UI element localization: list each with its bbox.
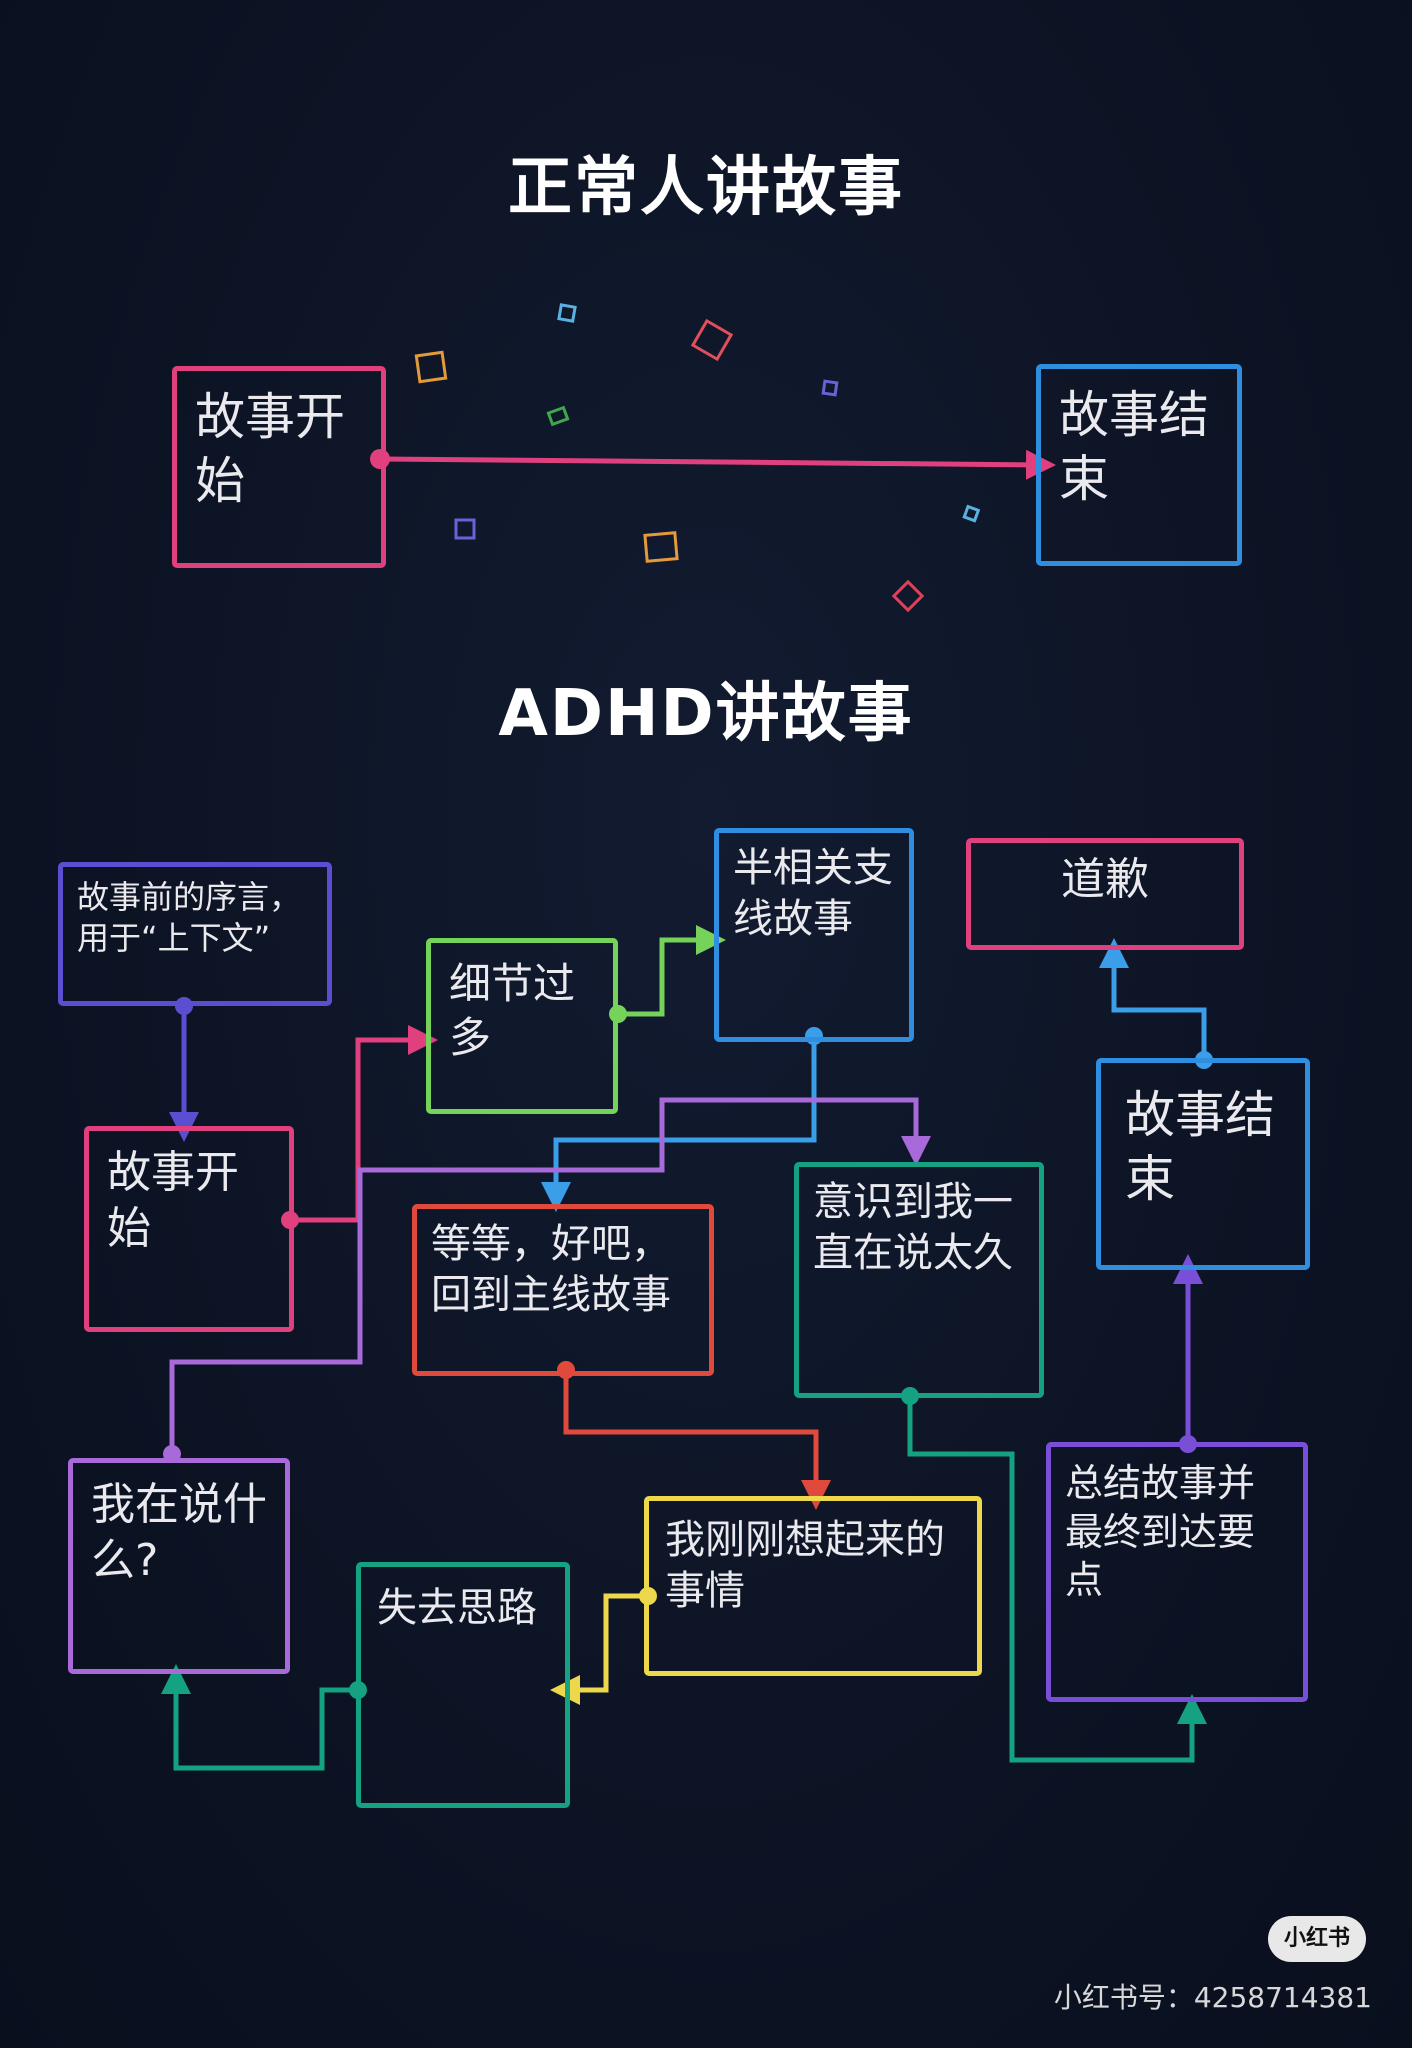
- normal-start-box: 故事开始: [172, 366, 386, 568]
- what-saying-label: 我在说什么?: [91, 1479, 267, 1587]
- normal-arrow: [379, 449, 1056, 480]
- normal-end-box: 故事结束: [1036, 364, 1242, 566]
- connector-remembered-lost: [550, 1593, 648, 1705]
- connector-start-details: [290, 1025, 438, 1223]
- just-remembered-box: 我刚刚想起来的事情: [644, 1496, 982, 1676]
- just-remembered-label: 我刚刚想起来的事情: [665, 1517, 945, 1615]
- adhd-start-label: 故事开始: [107, 1147, 239, 1255]
- summarize-box: 总结故事并最终到达要点: [1046, 1442, 1308, 1702]
- connector-details-side: [618, 925, 726, 1017]
- xiaohongshu-logo: 小红书: [1268, 1916, 1366, 1962]
- what-saying-box: 我在说什么?: [68, 1458, 290, 1674]
- details-box: 细节过多: [426, 938, 618, 1114]
- connector-realize-summarize: [907, 1396, 1207, 1763]
- connector-end-apology: [1099, 938, 1207, 1060]
- account-id: 小红书号：4258714381: [1053, 1981, 1372, 2014]
- adhd-end-label: 故事结束: [1125, 1086, 1275, 1208]
- preface-label: 故事前的序言，用于“上下文”: [77, 878, 302, 957]
- details-label: 细节过多: [449, 959, 576, 1062]
- adhd-title: ADHD讲故事: [498, 677, 914, 751]
- confetti-decoration: [414, 303, 981, 613]
- connector-lost-whatsaying: [161, 1664, 358, 1771]
- apology-box: 道歉: [966, 838, 1244, 950]
- realize-label: 意识到我一直在说太久: [813, 1179, 1013, 1277]
- summarize-label: 总结故事并最终到达要点: [1065, 1461, 1256, 1603]
- lost-box: 失去思路: [356, 1562, 570, 1808]
- side-story-box: 半相关支线故事: [714, 828, 914, 1042]
- connector-backmain-remembered: [563, 1370, 831, 1510]
- back-main-label: 等等，好吧，回到主线故事: [431, 1221, 671, 1319]
- connector-whatsaying-realize: [169, 1097, 931, 1454]
- preface-box: 故事前的序言，用于“上下文”: [58, 862, 332, 1006]
- normal-start-label: 故事开始: [195, 388, 345, 510]
- connector-side-backmain: [541, 1036, 817, 1212]
- adhd-start-box: 故事开始: [84, 1126, 294, 1332]
- normal-end-label: 故事结束: [1059, 386, 1209, 508]
- lost-label: 失去思路: [377, 1585, 537, 1631]
- back-main-box: 等等，好吧，回到主线故事: [412, 1204, 714, 1376]
- side-story-label: 半相关支线故事: [733, 845, 893, 943]
- adhd-end-box: 故事结束: [1096, 1058, 1310, 1270]
- realize-box: 意识到我一直在说太久: [794, 1162, 1044, 1398]
- normal-title: 正常人讲故事: [508, 151, 904, 225]
- apology-label: 道歉: [1061, 854, 1149, 905]
